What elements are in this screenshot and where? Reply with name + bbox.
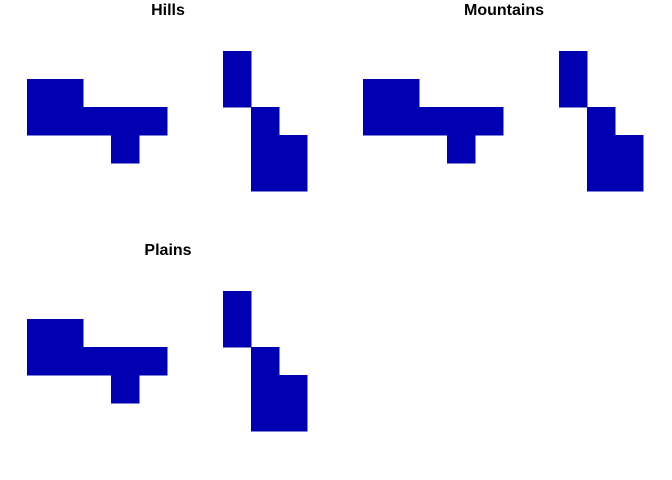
shape-cell — [223, 51, 252, 80]
shape-cell — [419, 107, 448, 136]
map-shape-plains — [27, 291, 308, 432]
panel-title: Mountains — [464, 2, 544, 19]
shape-cell — [363, 107, 392, 136]
shape-cell — [279, 375, 308, 404]
shape-cell — [139, 347, 168, 376]
shape-cell — [111, 347, 140, 376]
shape-cell — [251, 163, 280, 192]
shape-cell — [111, 107, 140, 136]
shape-cell — [27, 319, 56, 348]
shape-cell — [279, 403, 308, 432]
panel-mountains: Mountains — [336, 0, 672, 240]
shape-cell — [55, 347, 84, 376]
shape-cell — [615, 135, 644, 164]
shape-cell — [615, 163, 644, 192]
shape-cell — [83, 347, 112, 376]
shape-cell — [27, 347, 56, 376]
shape-cell — [587, 107, 616, 136]
shape-cell — [279, 163, 308, 192]
panel-title: Hills — [151, 2, 185, 19]
shape-cell — [223, 79, 252, 108]
shape-cell — [55, 107, 84, 136]
shape-cell — [111, 375, 140, 404]
panel-title: Plains — [144, 242, 192, 259]
map-shape-hills — [27, 51, 308, 192]
shape-cell — [251, 107, 280, 136]
shape-cell — [391, 107, 420, 136]
map-shape-mountains — [363, 51, 644, 192]
shape-cell — [223, 319, 252, 348]
shape-cell — [559, 51, 588, 80]
shape-cell — [363, 79, 392, 108]
shape-cell — [447, 107, 476, 136]
shape-cell — [83, 107, 112, 136]
shape-cell — [223, 291, 252, 320]
shape-cell — [251, 403, 280, 432]
shape-cell — [475, 107, 504, 136]
panel-hills: Hills — [0, 0, 336, 240]
shape-cell — [27, 107, 56, 136]
shape-cell — [251, 135, 280, 164]
shape-cell — [111, 135, 140, 164]
shape-cell — [251, 375, 280, 404]
shape-cell — [27, 79, 56, 108]
shape-cell — [447, 135, 476, 164]
shape-cell — [559, 79, 588, 108]
shape-cell — [587, 163, 616, 192]
panel-plains: Plains — [0, 240, 336, 480]
shape-cell — [55, 319, 84, 348]
shape-cell — [55, 79, 84, 108]
shape-cell — [251, 347, 280, 376]
shape-cell — [139, 107, 168, 136]
shape-cell — [391, 79, 420, 108]
shape-cell — [587, 135, 616, 164]
shape-cell — [279, 135, 308, 164]
